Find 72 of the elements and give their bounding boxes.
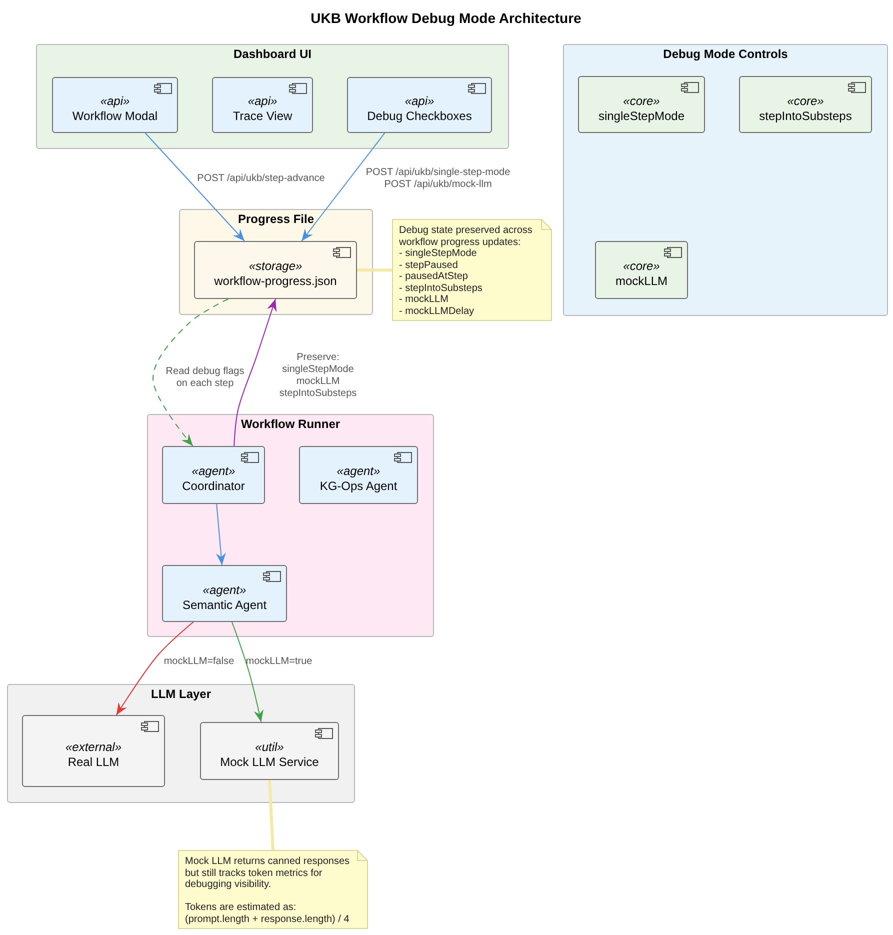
component-box — [578, 76, 705, 133]
stereotype-label: «core» — [623, 94, 660, 108]
arrow — [152, 298, 229, 446]
component-name: Coordinator — [182, 479, 245, 494]
note-text: - stepPaused — [399, 260, 458, 271]
arrow — [301, 132, 386, 242]
package-frame — [7, 684, 355, 803]
stereotype-label: «api» — [100, 94, 130, 109]
edge-label: mockLLM=false — [164, 656, 234, 668]
component-name: Mock LLM Service — [220, 755, 319, 770]
note-text: - mockLLM — [399, 294, 448, 306]
component-box — [162, 446, 265, 504]
component-name: Trace View — [232, 109, 292, 124]
connector-line — [268, 780, 274, 850]
component-box — [162, 565, 287, 622]
stereotype-label: «external» — [65, 740, 122, 755]
package-title: Progress File — [238, 212, 314, 226]
note-text: - pausedAtStep — [399, 271, 468, 282]
stereotype-label: «api» — [248, 94, 278, 109]
component-name: Semantic Agent — [182, 598, 267, 612]
component-name: workflow-progress.json — [214, 274, 337, 289]
component-box — [52, 77, 178, 133]
component-box — [200, 722, 339, 780]
component-name: stepIntoSubsteps — [759, 108, 852, 124]
note-text: Mock LLM returns canned responses but still tracks token metrics for debugging visibility. — [185, 856, 351, 890]
stereotype-label: «core» — [623, 259, 660, 274]
stereotype-label: «agent» — [202, 582, 246, 598]
component-box — [22, 715, 165, 787]
edge-label: Preserve: singleStepMode mockLLM stepIntoSubsteps — [278, 352, 358, 400]
note-text: Tokens are estimated as: (prompt.length + response.length) / 4 — [185, 902, 350, 925]
edge-label: POST /api/ukb/single-step-mode POST /api/ukb/mock-llm — [364, 167, 512, 191]
component-name: singleStepMode — [598, 108, 685, 124]
component-box — [299, 446, 418, 504]
component-name: Real LLM — [68, 755, 120, 770]
component-name: KG-Ops Agent — [320, 479, 398, 494]
package-frame — [36, 44, 509, 149]
edge-label: Read debug flags on each step — [164, 366, 246, 390]
component-box — [739, 76, 872, 133]
arrow — [216, 504, 226, 566]
note-text: - singleStepMode — [399, 248, 477, 260]
stereotype-label: «agent» — [192, 464, 236, 479]
edge-label: mockLLM=true — [246, 656, 312, 668]
note-text: Debug state preserved across workflow progress updates: — [399, 225, 534, 248]
stereotype-label: «core» — [787, 94, 824, 108]
stereotype-label: «agent» — [336, 464, 380, 479]
stereotype-label: «storage» — [248, 259, 302, 274]
component-name: Debug Checkboxes — [367, 109, 472, 124]
package-title: Debug Mode Controls — [663, 47, 788, 61]
arrow — [234, 298, 277, 446]
edge-label: POST /api/ukb/step-advance — [197, 173, 325, 185]
connector-line — [357, 268, 392, 272]
stereotype-label: «api» — [404, 94, 434, 109]
note-text: - stepIntoSubsteps — [399, 282, 482, 294]
arrow — [116, 622, 194, 716]
component-name: Workflow Modal — [72, 109, 158, 124]
arrow — [232, 622, 264, 722]
component-box — [212, 77, 313, 133]
stereotype-label: «util» — [255, 740, 284, 755]
package-title: LLM Layer — [151, 687, 211, 701]
note-text: - mockLLMDelay — [399, 306, 474, 317]
package-title: Workflow Runner — [240, 417, 340, 431]
package-title: Dashboard UI — [234, 47, 312, 61]
component-box — [595, 241, 688, 299]
package-frame — [563, 44, 888, 316]
package-frame — [179, 209, 373, 315]
diagram-title: UKB Workflow Debug Mode Architecture — [310, 10, 582, 26]
component-box — [347, 77, 492, 133]
sticky-note — [178, 850, 368, 929]
sticky-note — [392, 219, 552, 321]
component-name: mockLLM — [615, 274, 668, 289]
package-frame — [147, 414, 434, 637]
component-box — [194, 241, 357, 299]
